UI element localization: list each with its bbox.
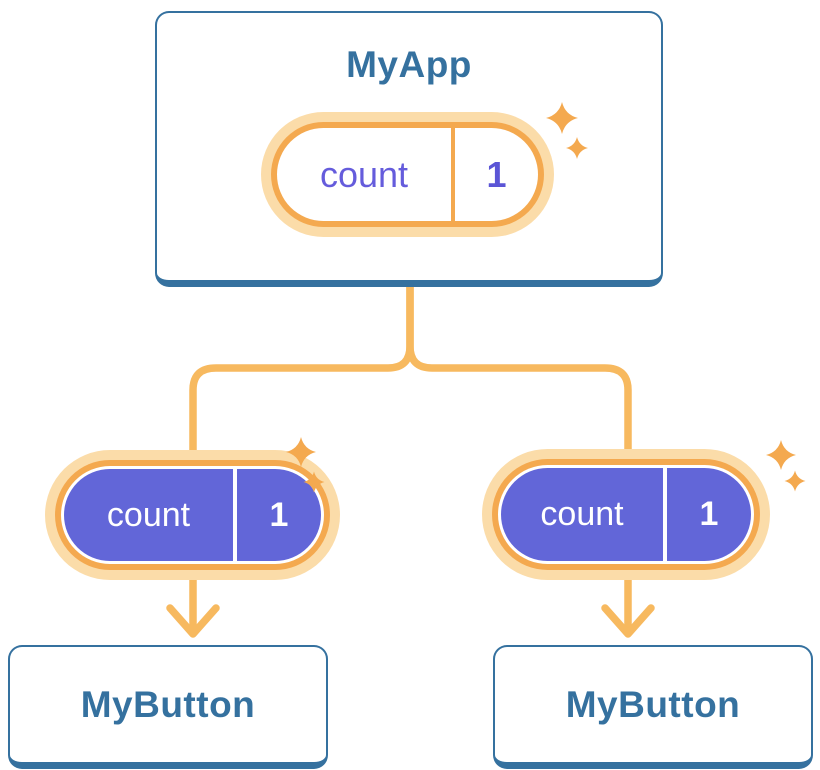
prop-pill-gap: count 1 (498, 465, 754, 564)
prop-pill-gap: count 1 (61, 466, 324, 564)
component-title: MyButton (80, 683, 256, 725)
component-title: MyApp (346, 44, 472, 85)
prop-pill-ring: count 1 (492, 459, 760, 570)
arrow-down-icon (166, 604, 220, 638)
connector-right-branch (406, 280, 632, 631)
prop-pill: count 1 (482, 449, 770, 580)
component-title: MyButton (565, 683, 741, 725)
state-pill-ring: count 1 (271, 122, 544, 227)
child-component-card: MyButton (493, 645, 813, 769)
prop-value: 1 (663, 468, 751, 561)
arrow-down-icon (601, 604, 655, 638)
state-value: 1 (451, 128, 538, 221)
prop-pill-ring: count 1 (55, 460, 330, 570)
state-pill-body: count 1 (277, 128, 538, 221)
child-component-card: MyButton (8, 645, 328, 769)
prop-pill-body: count 1 (64, 469, 321, 561)
prop-name: count (106, 495, 191, 534)
state-pill: count 1 (261, 112, 554, 237)
prop-name: count (540, 495, 624, 533)
root-component-card: MyApp count 1 (155, 11, 663, 287)
state-name: count (319, 153, 409, 195)
prop-value: 1 (233, 469, 321, 561)
prop-pill-body: count 1 (501, 468, 751, 561)
prop-pill: count 1 (45, 450, 340, 580)
